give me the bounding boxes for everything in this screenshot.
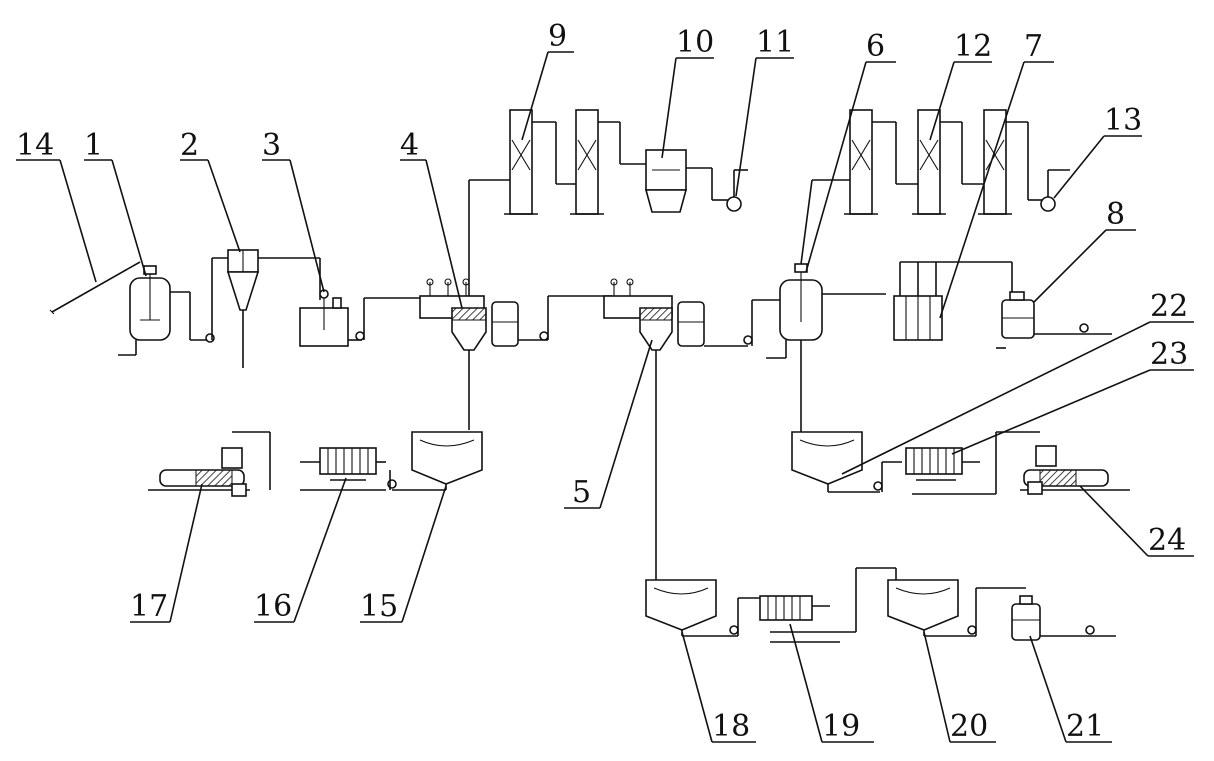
reactor-6 — [766, 179, 886, 432]
label-13-text: 13 — [1104, 103, 1142, 138]
label-15-text: 15 — [360, 589, 398, 624]
label-22-text: 22 — [1150, 289, 1188, 324]
label-20-text: 20 — [950, 709, 988, 744]
storage-tank-8 — [996, 291, 1112, 349]
settling-tank-22 — [791, 431, 902, 493]
label-4-text: 4 — [400, 128, 419, 163]
screw-dryer-24 — [1020, 445, 1130, 495]
label-17: 17 — [130, 483, 203, 624]
label-23-text: 23 — [1150, 337, 1188, 372]
reactor-1 — [118, 257, 232, 356]
label-10: 10 — [661, 25, 714, 159]
label-3-text: 3 — [262, 128, 281, 163]
label-16-text: 16 — [254, 589, 292, 624]
label-23: 23 — [951, 337, 1194, 455]
label-14-text: 14 — [16, 128, 54, 163]
settling-tank-18 — [645, 579, 760, 637]
label-11-text: 11 — [756, 25, 794, 60]
label-20: 20 — [923, 631, 996, 744]
label-19-text: 19 — [822, 709, 860, 744]
fan-13 — [1040, 169, 1070, 212]
fan-11 — [726, 169, 748, 212]
label-10-text: 10 — [676, 25, 714, 60]
label-5: 5 — [564, 339, 653, 510]
storage-tank-21 — [1011, 595, 1116, 641]
label-5-text: 5 — [572, 475, 591, 510]
label-6: 6 — [805, 29, 896, 273]
label-12-text: 12 — [954, 29, 992, 64]
label-24-text: 24 — [1148, 523, 1186, 558]
label-8-text: 8 — [1106, 197, 1125, 232]
settling-tank-20 — [887, 579, 1026, 637]
label-9-text: 9 — [548, 19, 567, 54]
mixing-tank-3 — [299, 289, 430, 347]
label-18: 18 — [681, 631, 756, 744]
label-11: 11 — [735, 25, 794, 197]
label-1-text: 1 — [84, 128, 103, 163]
label-13: 13 — [1053, 103, 1142, 199]
label-12: 12 — [929, 29, 992, 141]
label-21-text: 21 — [1066, 709, 1104, 744]
filter-5 — [603, 278, 780, 580]
bag-filter-10 — [644, 149, 728, 213]
settling-tank-15 — [387, 431, 483, 491]
label-2: 2 — [180, 128, 241, 253]
label-17-text: 17 — [130, 589, 168, 624]
label-7: 7 — [939, 29, 1054, 319]
label-21: 21 — [1029, 635, 1112, 744]
label-4: 4 — [400, 128, 463, 309]
label-24: 24 — [1079, 485, 1194, 558]
filter-4 — [419, 179, 612, 430]
evaporator-7 — [893, 261, 1013, 341]
filter-press-19 — [759, 567, 897, 643]
label-2-text: 2 — [180, 128, 199, 163]
label-22: 22 — [841, 289, 1194, 475]
label-6-text: 6 — [866, 29, 885, 64]
label-1: 1 — [84, 128, 147, 277]
label-7-text: 7 — [1024, 29, 1043, 64]
filter-press-23 — [905, 431, 1040, 495]
label-3: 3 — [262, 128, 325, 293]
filter-press-16 — [232, 431, 386, 491]
label-16: 16 — [254, 477, 347, 624]
label-19: 19 — [789, 623, 874, 744]
scrubber-towers-9 — [504, 109, 646, 215]
label-15: 15 — [360, 485, 447, 624]
feed-screw-14 — [49, 261, 141, 315]
label-8: 8 — [1033, 197, 1136, 303]
label-18-text: 18 — [712, 709, 750, 744]
screw-dryer-17 — [148, 447, 250, 497]
label-14: 14 — [16, 128, 97, 283]
scrubber-towers-12 — [844, 109, 1042, 215]
label-9: 9 — [521, 19, 574, 141]
